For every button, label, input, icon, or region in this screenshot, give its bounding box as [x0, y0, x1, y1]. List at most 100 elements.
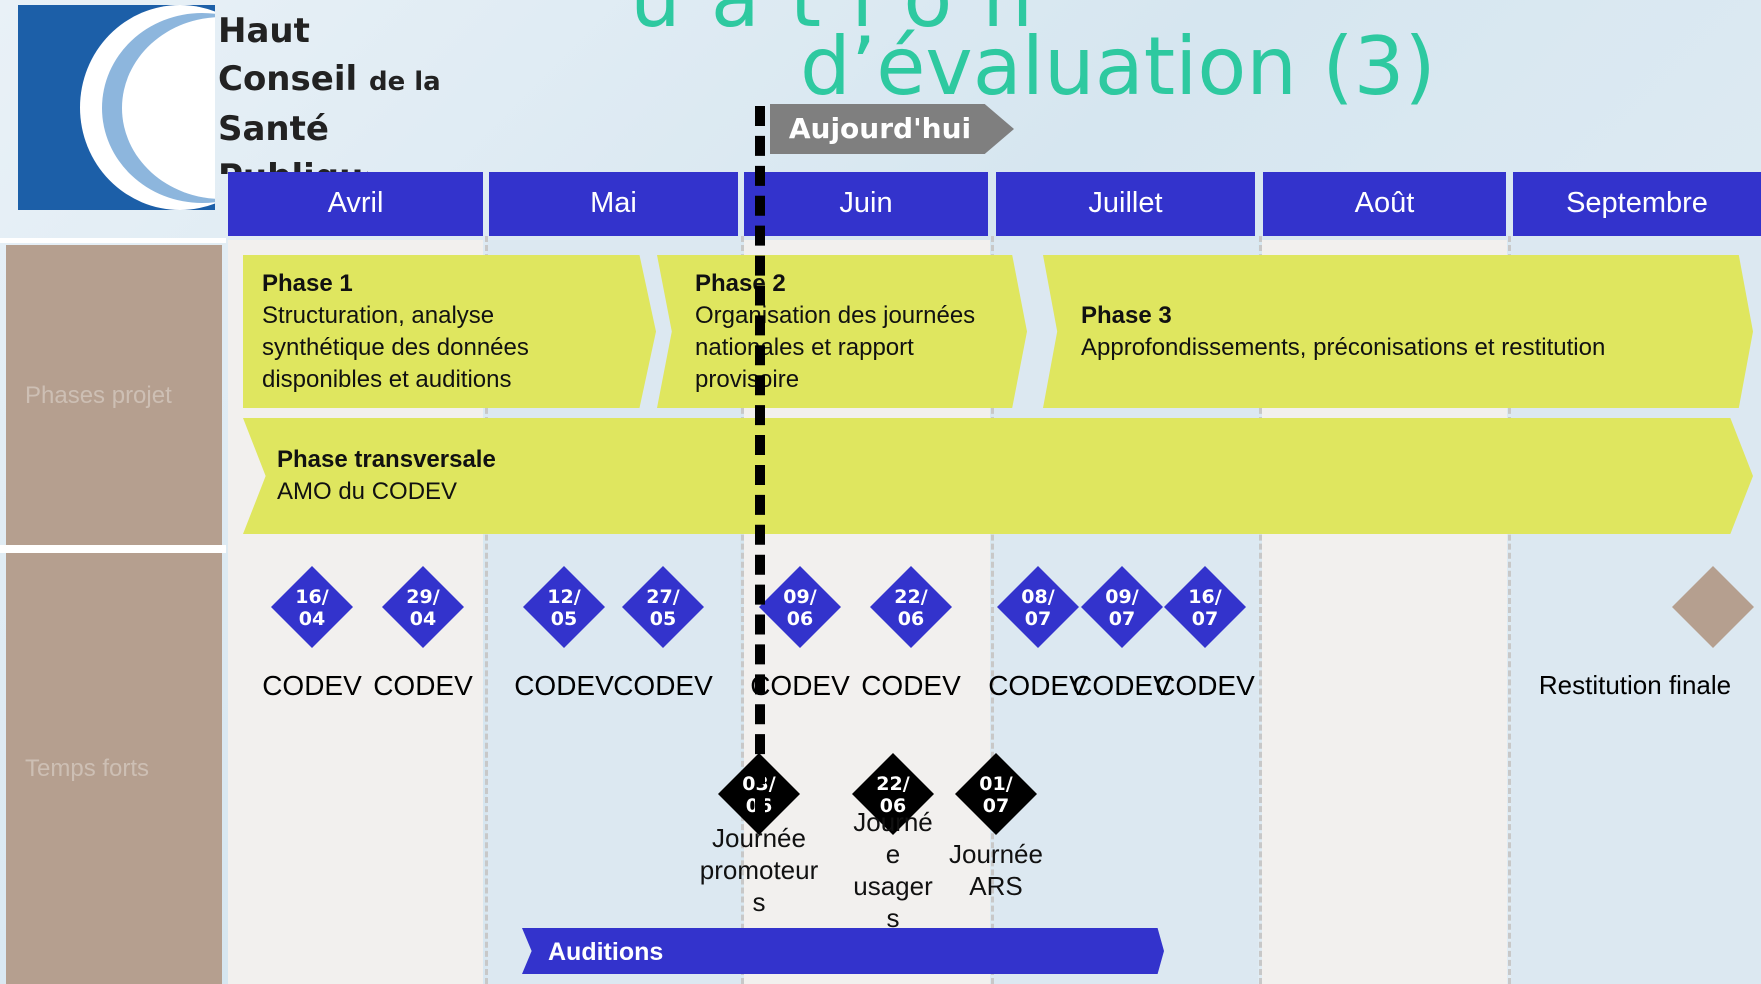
codev-date-day: 29/: [406, 586, 440, 608]
month-header-aout: Août: [1263, 172, 1506, 236]
codev-date: 08/07: [993, 586, 1083, 630]
codev-date-month: 07: [1191, 608, 1219, 630]
phase-transversale-title: Phase transversale: [277, 446, 496, 473]
phase-1-line: Structuration, analyse: [262, 302, 495, 329]
codev-date-day: 12/: [547, 586, 581, 608]
phase-2-line: Organisation des journées: [695, 302, 976, 329]
phase-2-text: Phase 2 Organisation des journées nation…: [695, 268, 1025, 396]
today-label: Aujourd'hui: [788, 112, 972, 145]
codev-label: CODEV: [613, 670, 713, 701]
phase-1-title: Phase 1: [262, 270, 353, 297]
codev-date-day: 27/: [646, 586, 680, 608]
codev-date: 29/04: [378, 586, 468, 630]
month-divider: [741, 236, 744, 984]
phase-3-line: Approfondissements, préconisations et re…: [1081, 334, 1606, 361]
codev-date-month: 05: [550, 608, 578, 630]
phase-2-line: provisoire: [695, 366, 800, 393]
month-divider: [991, 236, 994, 984]
logo-line-3: Santé: [218, 109, 329, 149]
codev-date-day: 22/: [894, 586, 928, 608]
month-header-septembre: Septembre: [1513, 172, 1761, 236]
codev-date: 12/05: [519, 586, 609, 630]
journee-date-day: 22/: [876, 773, 910, 795]
codev-date: 09/06: [755, 586, 845, 630]
logo-line-2: Conseil de la: [218, 59, 441, 99]
month-header-juillet: Juillet: [996, 172, 1255, 236]
phase-3-title: Phase 3: [1081, 302, 1172, 329]
codev-date: 22/06: [866, 586, 956, 630]
phase-1-arrow: [243, 255, 656, 408]
phase-3-text: Phase 3 Approfondissements, préconisatio…: [1081, 300, 1741, 364]
month-header-avril: Avril: [228, 172, 483, 236]
logo-line-1: Haut: [218, 11, 310, 51]
journee-label-line: Journée: [712, 823, 806, 853]
phase-2-arrow: [657, 255, 1027, 408]
codev-label: CODEV: [1155, 670, 1255, 701]
codev-date-day: 09/: [783, 586, 817, 608]
codev-label: CODEV: [988, 670, 1088, 701]
hcsp-logo-icon: [18, 5, 215, 210]
title-partial-line: uation: [630, 0, 1063, 45]
codev-date-month: 07: [1108, 608, 1136, 630]
month-divider: [1508, 236, 1511, 984]
codev-date-day: 08/: [1021, 586, 1055, 608]
codev-label: CODEV: [861, 670, 961, 701]
codev-date: 27/05: [618, 586, 708, 630]
phase-1-text: Phase 1 Structuration, analyse synthétiq…: [262, 268, 642, 396]
auditions-label: Auditions: [548, 938, 664, 966]
journee-label-line: s: [752, 887, 766, 917]
phase-1-line: disponibles et auditions: [262, 366, 512, 393]
row-separator: [0, 545, 226, 553]
row-phases-projet: [6, 245, 222, 545]
row-separator: [0, 238, 226, 243]
phase-2-line: nationales et rapport: [695, 334, 914, 361]
codev-date-month: 05: [649, 608, 677, 630]
logo-line-4: Publique: [218, 160, 368, 174]
journee-date: 01/07: [951, 773, 1041, 817]
phase-transversale-line: AMO du CODEV: [277, 478, 458, 505]
codev-date: 16/04: [267, 586, 357, 630]
month-divider: [1259, 236, 1262, 984]
month-header-mai: Mai: [489, 172, 738, 236]
journee-label-line: usager: [853, 871, 933, 901]
journee-label-line: ARS: [969, 871, 1023, 901]
journee-label-line: e: [885, 839, 901, 869]
codev-date-month: 07: [1024, 608, 1052, 630]
row-label-temps-forts: Temps forts: [25, 755, 150, 782]
codev-date-month: 06: [786, 608, 814, 630]
codev-label: CODEV: [373, 670, 473, 701]
today-arrow: [770, 104, 1014, 154]
journee-label-line: promoteur: [699, 855, 819, 885]
journee-date-month: 06: [879, 795, 907, 817]
codev-date-day: 16/: [295, 586, 329, 608]
phase-transversale-arrow: [243, 418, 1753, 534]
phase-3-arrow: [1043, 255, 1753, 408]
phase-transversale-text: Phase transversale AMO du CODEV: [277, 444, 777, 508]
codev-date-day: 16/: [1188, 586, 1222, 608]
journee-label-line: Journée: [949, 839, 1043, 869]
codev-date-month: 06: [897, 608, 925, 630]
auditions-bar: [522, 928, 1164, 974]
row-label-phases: Phases projet: [25, 382, 172, 409]
journee-date-day: 01/: [979, 773, 1013, 795]
codev-label: CODEV: [1072, 670, 1172, 701]
codev-date: 16/07: [1160, 586, 1250, 630]
journee-label-line: s: [886, 903, 900, 933]
codev-date-day: 09/: [1105, 586, 1139, 608]
month-divider: [485, 236, 488, 984]
journee-date: 22/06: [848, 773, 938, 817]
journee-label-line: Journé: [853, 807, 933, 837]
month-header-juin: Juin: [744, 172, 988, 236]
codev-date: 09/07: [1077, 586, 1167, 630]
phase-2-title: Phase 2: [695, 270, 786, 297]
codev-label: CODEV: [262, 670, 362, 701]
codev-date-month: 04: [409, 608, 437, 630]
codev-label: CODEV: [750, 670, 850, 701]
codev-label: CODEV: [514, 670, 614, 701]
restitution-finale-label: Restitution finale: [1538, 670, 1732, 700]
today-dashed-line: [755, 106, 765, 814]
